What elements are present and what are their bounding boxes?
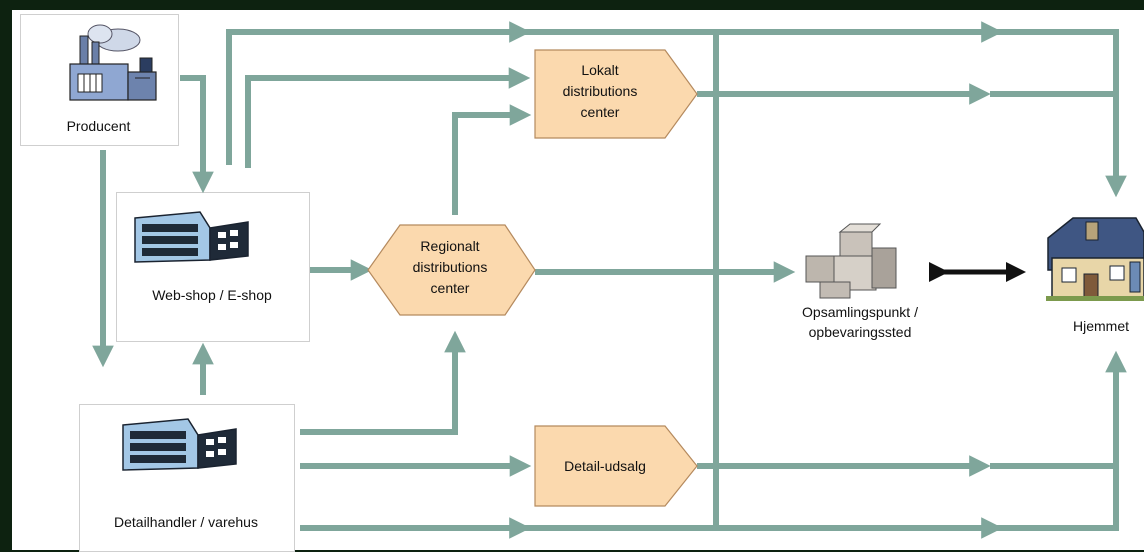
local-dc-line-2: distributions xyxy=(562,83,638,99)
house-icon xyxy=(1046,217,1144,301)
boxes-icon xyxy=(805,223,897,299)
retail-outlet-label: Detail-udsalg xyxy=(564,458,646,474)
flow-retailer-home-bottom xyxy=(300,350,1127,531)
local-dc-line-3: center xyxy=(580,104,620,120)
flow-producer-webshop xyxy=(180,75,214,194)
home-label: Hjemmet xyxy=(1072,318,1129,334)
webshop-label: Web-shop / E-shop xyxy=(152,287,272,303)
flow-webshop-local xyxy=(245,67,531,168)
factory-icon xyxy=(69,24,157,101)
regional-dc-line-3: center xyxy=(430,280,470,296)
warehouse-icon xyxy=(122,418,237,471)
regional-dc-line-1: Regionalt xyxy=(420,238,480,254)
local-dc-label: Lokalt distributions center xyxy=(535,60,665,123)
pickup-label: Opsamlingspunkt / opbevaringssted xyxy=(770,302,950,342)
regional-dc-box xyxy=(367,224,536,316)
flow-webshop-home-top xyxy=(226,29,1127,198)
webshop-box xyxy=(116,192,310,342)
pickup-line-1: Opsamlingspunkt / xyxy=(802,304,918,320)
local-dc-box xyxy=(534,49,698,139)
flow-regional-local xyxy=(452,104,532,215)
flow-retailer-regional xyxy=(300,330,466,435)
local-dc-line-1: Lokalt xyxy=(581,62,619,78)
warehouse-icon xyxy=(134,211,249,263)
pickup-line-2: opbevaringssted xyxy=(808,324,912,340)
retail-outlet-box xyxy=(534,425,698,507)
regional-dc-label: Regionalt distributions center xyxy=(380,236,520,299)
retailer-label: Detailhandler / varehus xyxy=(114,514,258,530)
regional-dc-line-2: distributions xyxy=(412,259,488,275)
producer-label: Producent xyxy=(66,118,131,134)
